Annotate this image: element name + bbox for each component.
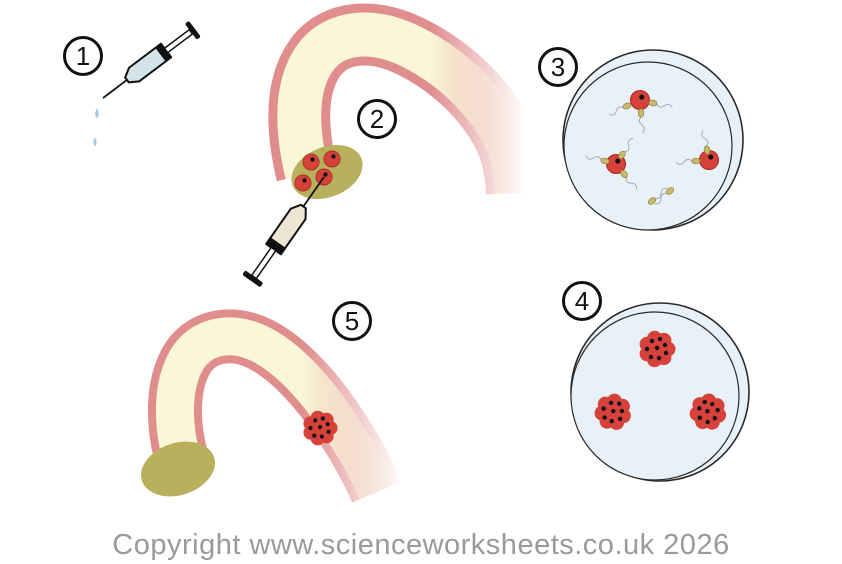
- step3-fertilisation-dish: [562, 49, 744, 231]
- egg-cell: [629, 89, 651, 111]
- step-2-badge: 2: [357, 99, 397, 139]
- droplet-icon: [93, 137, 97, 147]
- step-3-badge: 3: [538, 47, 578, 87]
- petri-dish: [562, 49, 744, 231]
- ovary: [140, 441, 216, 497]
- egg-cell: [323, 150, 341, 168]
- step5-embryo-transfer: [140, 309, 402, 503]
- step-4-badge: 4: [562, 281, 602, 321]
- step-5-badge: 5: [332, 301, 372, 341]
- step4-embryo-dish: [570, 302, 750, 482]
- syringe-icon: [102, 21, 201, 99]
- fallopian-tube: [147, 309, 402, 503]
- fallopian-tube: [268, 3, 548, 195]
- step2-egg-collection: [242, 3, 548, 287]
- droplet-icon: [95, 108, 99, 119]
- step-1-badge: 1: [63, 36, 103, 76]
- collection-syringe-icon: [242, 176, 325, 287]
- petri-dish: [570, 302, 750, 482]
- copyright-text: Copyright www.scienceworksheets.co.uk 20…: [112, 529, 730, 561]
- egg-cell: [302, 153, 320, 171]
- egg-cell: [294, 174, 312, 192]
- step1-hormone-injection: [93, 21, 201, 147]
